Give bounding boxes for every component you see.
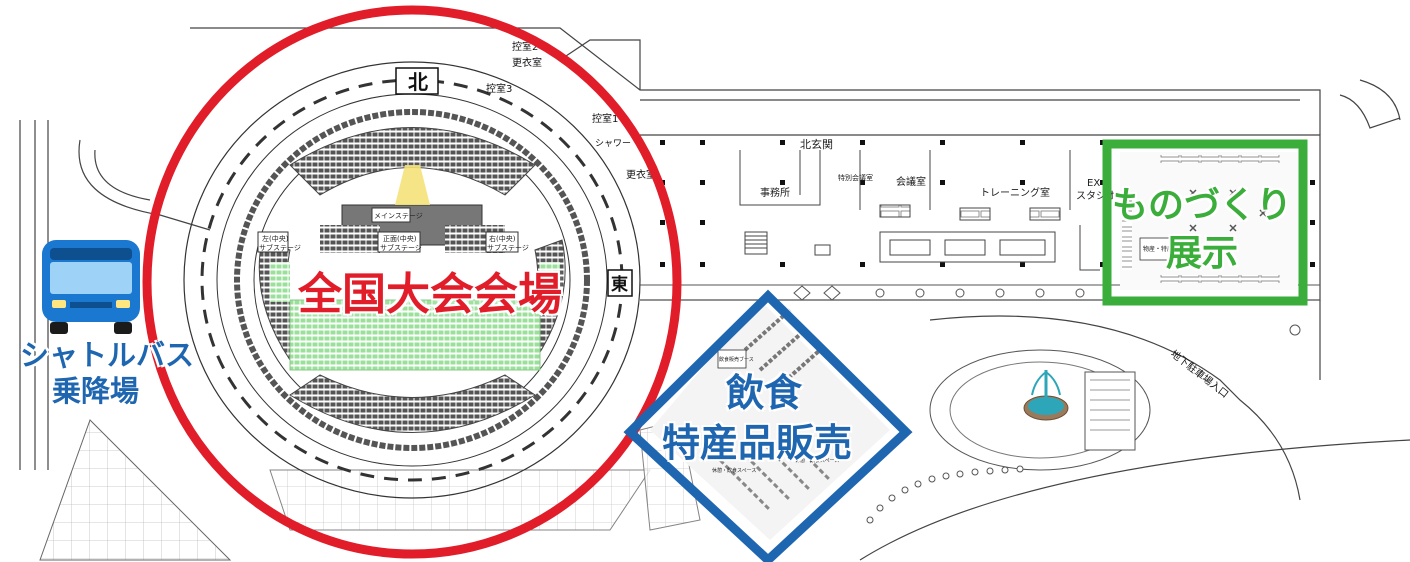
food-label-2: 特産品販売 (662, 421, 853, 465)
plaza-tiles (39, 419, 232, 561)
dressing-room-2: 更衣室 (626, 168, 656, 181)
food-booth-label: 飲食販売ブース (719, 356, 754, 363)
building-outlines (19, 27, 1410, 561)
arena-label: 全国大会会場 (298, 269, 562, 320)
food-highlight-diamond (623, 289, 913, 562)
stage-labels: メインステージ 左(中央) サブステージ 右(中央) サブステージ 正面(中央)… (257, 207, 529, 253)
left-stage-label-2: サブステージ (259, 243, 301, 252)
right-stage-label: 右(中央) (489, 234, 516, 243)
shower-room: シャワー (595, 139, 631, 149)
arena-seating (258, 127, 566, 433)
center-stage-label-2: サブステージ (380, 243, 422, 252)
exhibit-label-2: 展示 (1166, 233, 1239, 274)
waiting-room-3: 控室3 (486, 82, 512, 95)
room-ex: EX (1087, 178, 1100, 189)
food-label-1: 飲食 (726, 371, 803, 415)
left-stage-label: 左(中央) (262, 234, 289, 243)
dressing-room: 更衣室 (512, 56, 542, 69)
shuttle-label-1: シャトルバス (20, 338, 195, 372)
main-stage-label: メインステージ (374, 212, 423, 220)
arena-room-labels: 北 東 控室2 更衣室 控室3 控室1 シャワー 更衣室 (395, 40, 656, 297)
room-training: トレーニング室 (980, 186, 1050, 199)
fountain-area (929, 349, 1151, 471)
north-label: 北 (408, 70, 428, 94)
room-meeting: 会議室 (896, 175, 926, 188)
arena-highlight-circle (142, 5, 682, 559)
food-area-interior: 飲食販売ブース 休憩・飲食スペース 休憩・飲食スペース (650, 300, 890, 540)
room-reception: 特別会議室 (838, 173, 873, 182)
east-label: 東 (611, 274, 628, 295)
room-office: 事務所 (760, 186, 790, 199)
rest-area-2: 休憩・飲食スペース (795, 457, 839, 464)
exhibit-highlight-box (1102, 139, 1308, 306)
center-stage-label: 正面(中央) (383, 234, 417, 243)
rest-area-1: 休憩・飲食スペース (712, 467, 756, 474)
waiting-room-1: 控室1 (592, 112, 618, 125)
bus-icon (42, 240, 140, 334)
right-stage-label-2: サブステージ (487, 243, 529, 252)
dotted-path (866, 465, 1024, 524)
room-north-entrance: 北玄関 (800, 137, 833, 151)
building-rooms (739, 150, 1100, 271)
exhibit-booth-label: 物産・特産 (1143, 245, 1173, 253)
shuttle-label-2: 乗降場 (52, 374, 140, 408)
fountain-icon (1023, 370, 1069, 421)
parking-entrance-label: 地下駐車場入口 (1168, 347, 1231, 400)
exhibit-area-interior: 物産・特産 (1120, 152, 1298, 290)
exhibit-label-1: ものづくり (1112, 185, 1293, 226)
